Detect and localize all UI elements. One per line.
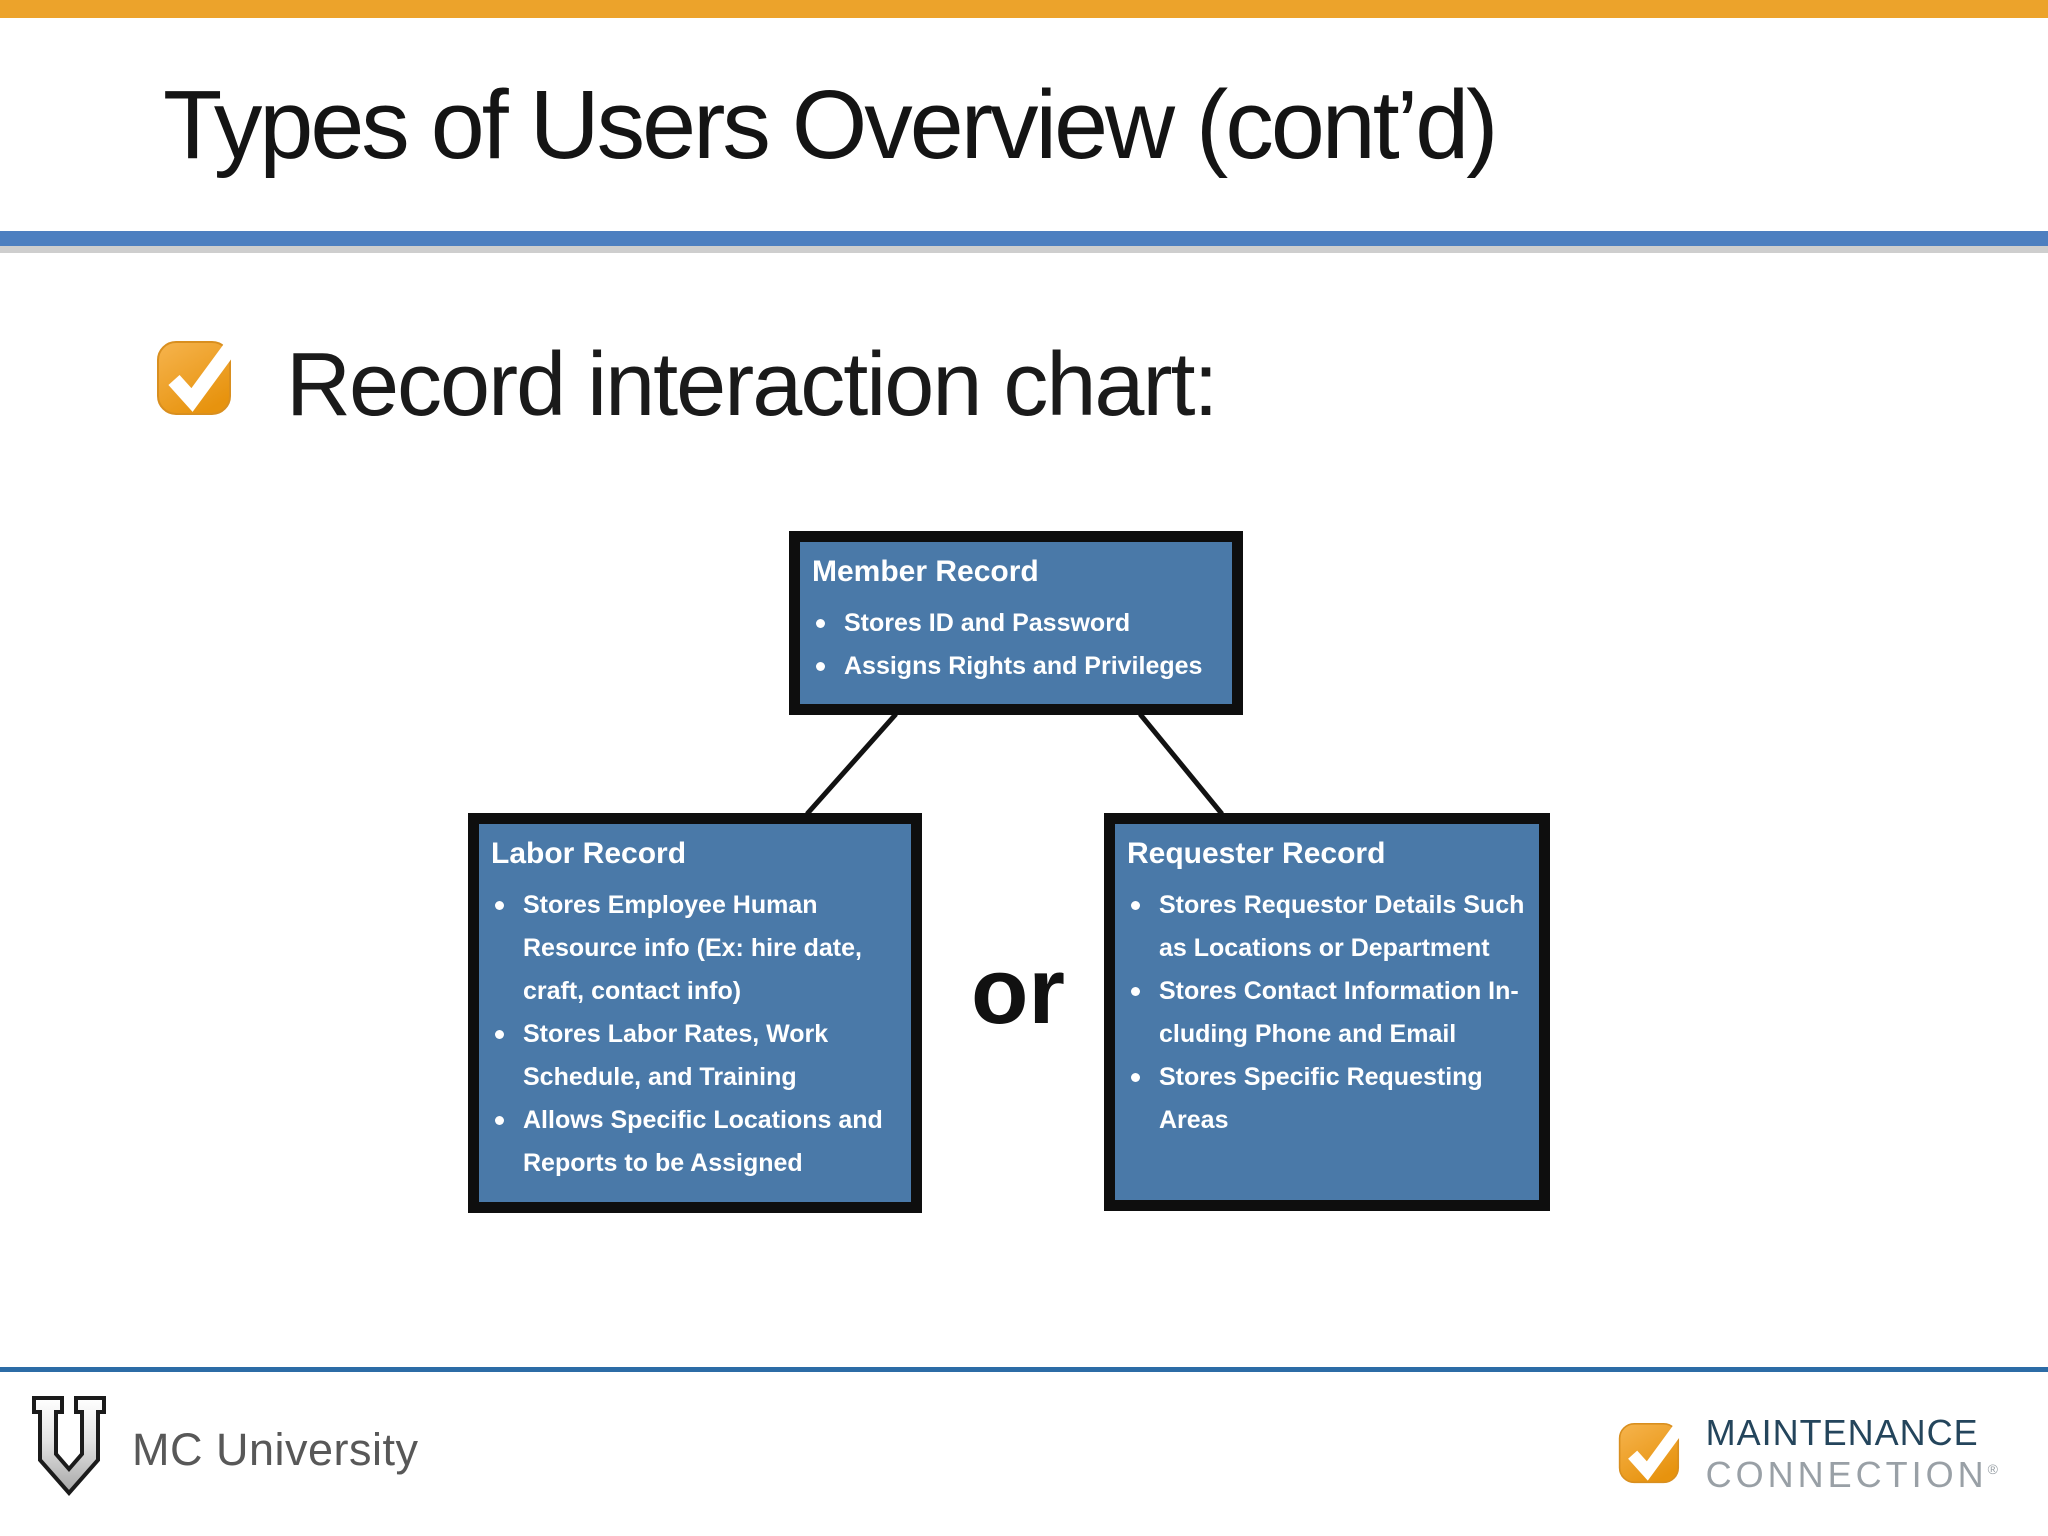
member-record-bullet: Stores ID and Password [800, 602, 1226, 645]
connector-lines [805, 712, 1224, 816]
brand-checkmark-icon [1618, 1418, 1688, 1484]
labor-record-box: Labor Record Stores Employee Human Resou… [468, 813, 922, 1213]
university-name: MC University [132, 1424, 419, 1475]
section-heading: Record interaction chart: [286, 335, 1218, 435]
requester-record-bullet: Stores Specific Requesting Areas [1115, 1056, 1533, 1142]
slide-title: Types of Users Overview (cont’d) [163, 70, 1498, 179]
title-underline-shadow [0, 246, 2048, 253]
labor-record-bullet: Allows Specific Locations and Reports to… [479, 1099, 905, 1185]
top-accent-bar [0, 0, 2048, 18]
brand-name-line2: CONNECTION® [1706, 1451, 1998, 1493]
member-record-box: Member Record Stores ID and Password Ass… [789, 531, 1243, 715]
or-label: or [971, 938, 1065, 1043]
footer-divider [0, 1367, 2048, 1372]
section-heading-row: Record interaction chart: [156, 330, 1218, 435]
connector-member-to-labor [805, 712, 898, 816]
checkbox-bullet-icon [157, 335, 243, 415]
requester-record-box: Requester Record Stores Requestor Detail… [1104, 813, 1550, 1211]
registered-mark: ® [1987, 1461, 1998, 1477]
maintenance-connection-logo: MAINTENANCE CONNECTION® [1618, 1414, 1998, 1493]
labor-record-bullet: Stores Labor Rates, Work Schedule, and T… [479, 1013, 905, 1099]
footer-left: MC University [28, 1390, 419, 1510]
member-record-bullet: Assigns Rights and Privileges [800, 645, 1226, 688]
mc-university-logo-icon [32, 1396, 106, 1497]
labor-record-title: Labor Record [491, 837, 687, 870]
member-record-bullets: Stores ID and Password Assigns Rights an… [800, 602, 1232, 688]
brand-name-line2-text: CONNECTION [1705, 1454, 1988, 1495]
labor-record-bullet: Stores Employee Human Resource info (Ex:… [479, 884, 905, 1013]
brand-wordmark: MAINTENANCE CONNECTION® [1706, 1414, 1998, 1493]
title-underline [0, 231, 2048, 246]
requester-record-bullets: Stores Requestor Details Such as Locatio… [1115, 884, 1539, 1142]
requester-record-bullet: Stores Contact Information In- cluding P… [1115, 970, 1533, 1056]
labor-record-bullets: Stores Employee Human Resource info (Ex:… [479, 884, 911, 1185]
brand-name-line1: MAINTENANCE [1705, 1412, 1979, 1453]
connector-member-to-requester [1138, 712, 1224, 816]
requester-record-bullet: Stores Requestor Details Such as Locatio… [1115, 884, 1533, 970]
requester-record-title: Requester Record [1127, 837, 1386, 870]
member-record-title: Member Record [812, 555, 1039, 588]
